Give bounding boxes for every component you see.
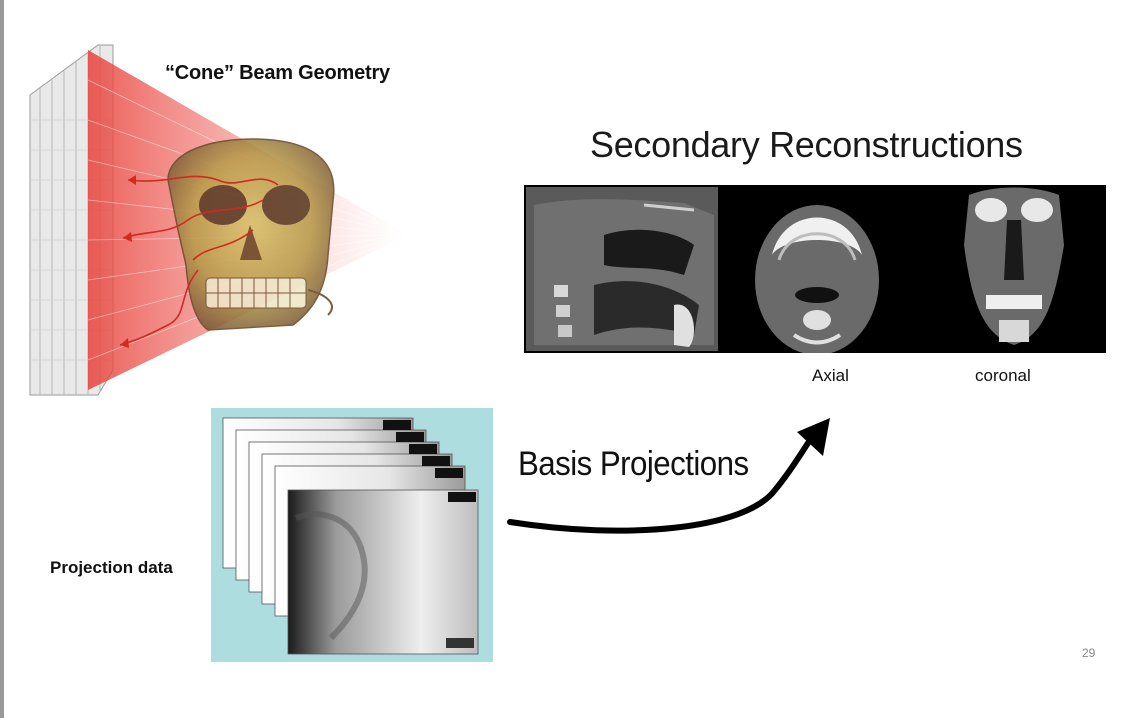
cone-beam-illustration (28, 40, 418, 400)
projection-data-stack (211, 408, 493, 662)
coronal-ct-image (916, 187, 1104, 351)
page-number: 29 (1082, 646, 1095, 660)
slide-left-border (0, 0, 4, 718)
cone-beam-title: “Cone” Beam Geometry (165, 62, 390, 85)
sagittal-ct-image (526, 187, 718, 351)
skull-icon (168, 139, 334, 330)
ct-reconstruction-strip (524, 185, 1106, 353)
axial-ct-image (720, 187, 914, 353)
axial-label: Axial (812, 366, 849, 386)
basis-projections-label: Basis Projections (518, 445, 749, 484)
secondary-reconstructions-title: Secondary Reconstructions (590, 124, 1023, 166)
projection-data-label: Projection data (50, 558, 173, 578)
coronal-label: coronal (975, 366, 1031, 386)
